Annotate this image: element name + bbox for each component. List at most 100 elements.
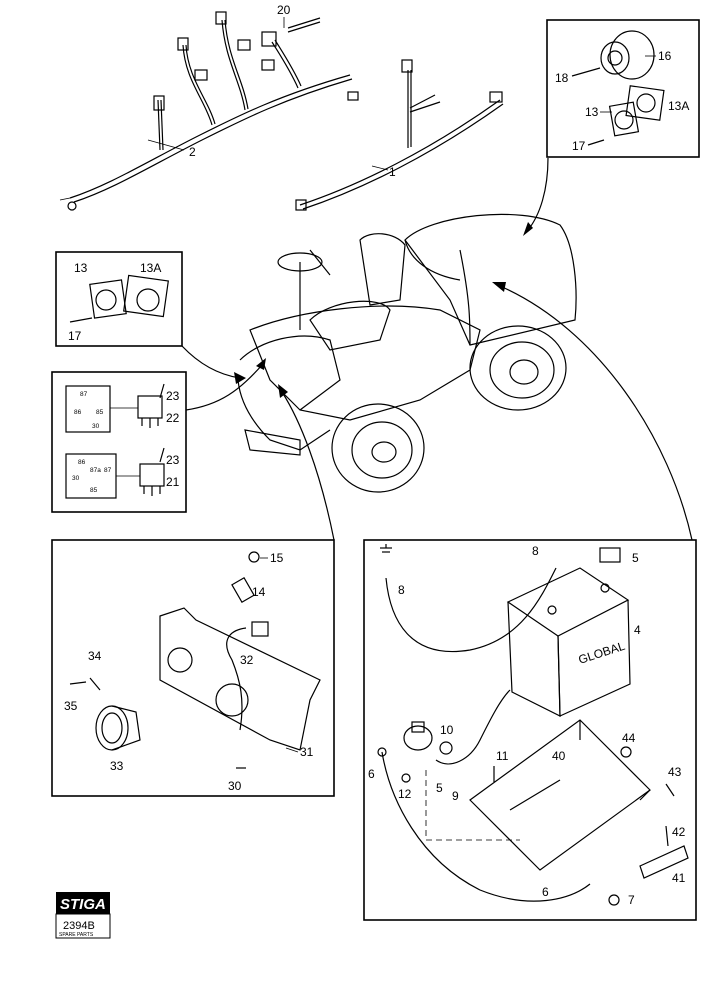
ground-symbol	[380, 544, 392, 553]
callout-44: 44	[622, 731, 636, 745]
relay-box	[51, 371, 187, 513]
callout-15: 15	[270, 551, 284, 565]
callout-14: 14	[252, 585, 266, 599]
socket-detail-box-top	[546, 19, 700, 158]
stiga-logo: STIGA 2394B SPARE PARTS	[55, 892, 111, 939]
callout-11: 11	[496, 749, 509, 763]
switch-14	[231, 551, 260, 603]
callout-30: 30	[228, 779, 242, 793]
callout-6b: 6	[542, 885, 549, 899]
relay-21-pin-30: 30	[72, 475, 80, 482]
arrow-battery-box	[499, 285, 693, 541]
arrow-light-box	[281, 391, 335, 541]
relay-22-pin-85: 85	[96, 409, 104, 416]
relay-22	[137, 395, 163, 428]
callout-13A-top: 13A	[668, 99, 689, 113]
callout-7: 7	[628, 893, 635, 907]
screw-17-top	[587, 139, 605, 146]
headlight-box	[51, 539, 335, 797]
callout-21: 21	[166, 475, 180, 489]
nut-7	[608, 894, 620, 906]
nut-12	[401, 773, 411, 783]
screw-18	[571, 67, 601, 77]
battery-box	[363, 539, 697, 921]
battery-tray-40	[469, 719, 651, 871]
relay-21-pin-85: 85	[90, 487, 98, 494]
battery-4	[506, 567, 631, 717]
assembly-line	[425, 770, 520, 841]
socket-detail-box-left	[55, 251, 183, 347]
logo-caption: SPARE PARTS	[59, 932, 94, 938]
callout-6a: 6	[368, 767, 375, 781]
callout-34: 34	[88, 649, 102, 663]
arrow-top-box	[527, 157, 549, 231]
callout-43: 43	[668, 765, 682, 779]
wire-harness-2	[59, 11, 359, 211]
callout-13-left: 13	[74, 261, 88, 275]
relay-22-pin-30: 30	[92, 423, 100, 430]
arrowhead-battery-box	[492, 282, 506, 292]
screw-42	[665, 825, 669, 847]
arrow-relay-box	[185, 364, 263, 411]
relay-22-pin-86: 86	[74, 409, 82, 416]
connector-32	[251, 621, 269, 637]
socket-13-left	[89, 274, 169, 319]
callout-1: 1	[389, 165, 396, 179]
relay-21	[139, 463, 165, 496]
callout-10: 10	[440, 723, 454, 737]
callout-8a: 8	[398, 583, 405, 597]
leader-1	[371, 165, 389, 171]
logo-code: 2394B	[63, 920, 95, 932]
callout-13-top: 13	[585, 105, 599, 119]
callout-23a: 23	[166, 389, 180, 403]
callout-13A-left: 13A	[140, 261, 161, 275]
callout-12: 12	[398, 787, 412, 801]
callout-8b: 8	[532, 544, 539, 558]
socket-13	[608, 85, 665, 137]
callout-22: 22	[166, 411, 180, 425]
cable-8	[385, 567, 557, 653]
terminal-cover-5	[599, 547, 621, 563]
callout-41: 41	[672, 871, 686, 885]
callout-23b: 23	[166, 453, 180, 467]
callout-33: 33	[110, 759, 124, 773]
relay-22-pin-87: 87	[80, 391, 88, 398]
callout-20: 20	[277, 3, 291, 17]
arrowhead-relay-box	[256, 358, 266, 370]
callout-42: 42	[672, 825, 686, 839]
screw-43	[665, 783, 675, 797]
logo-brand: STIGA	[60, 896, 106, 913]
relay-22-diagram	[65, 385, 111, 433]
clamp-41	[639, 845, 689, 879]
callout-9: 9	[452, 789, 459, 803]
callout-17-top: 17	[572, 139, 586, 153]
callout-35: 35	[64, 699, 78, 713]
tractor-illustration	[237, 213, 577, 493]
screw-17-left	[69, 317, 93, 323]
arrowhead-left-box	[234, 372, 246, 384]
leader-31	[285, 747, 299, 753]
screw-35	[69, 681, 87, 685]
cable-9	[435, 689, 511, 765]
callout-2: 2	[189, 145, 196, 159]
cable-6-eyelet	[377, 747, 387, 757]
callout-5b: 5	[436, 781, 443, 795]
arrow-left-box	[181, 345, 241, 379]
relay-21-pin-86: 86	[78, 459, 86, 466]
callout-31: 31	[300, 745, 314, 759]
relay-21-pin-87a: 87a	[90, 467, 101, 474]
cable-6	[381, 751, 591, 902]
bracket-31	[159, 607, 321, 751]
arrowhead-top-box	[523, 222, 533, 236]
callout-5a: 5	[632, 551, 639, 565]
solenoid-10	[403, 721, 453, 755]
clip-34	[89, 677, 101, 691]
screw-23a	[159, 383, 165, 399]
callout-40: 40	[552, 749, 566, 763]
cable-32	[226, 627, 247, 731]
callout-4: 4	[634, 623, 641, 637]
wire-harness-1	[295, 59, 504, 211]
wire-20	[287, 17, 321, 33]
relay-21-pin-87: 87	[104, 467, 112, 474]
